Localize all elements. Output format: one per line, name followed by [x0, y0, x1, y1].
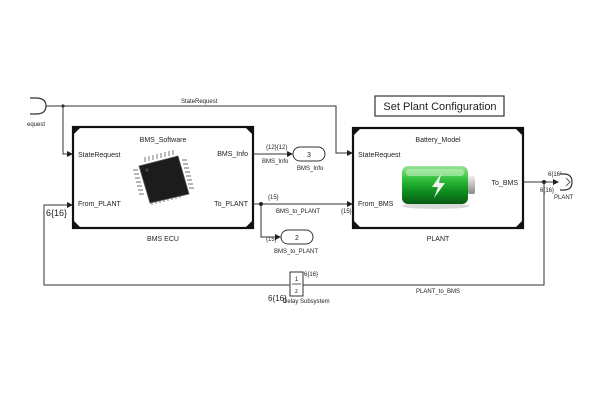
- outport-bms-to-plant-label: BMS_to_PLANT: [274, 249, 318, 255]
- wire-plant-to-bms[interactable]: [43, 202, 290, 286]
- plant-port-to-bms: To_BMS: [492, 180, 519, 187]
- to-plant-signal-label: BMS_to_PLANT: [276, 209, 320, 215]
- delay-bottom-digit: z: [295, 289, 298, 295]
- bms-ecu-port-from-plant: From_PLANT: [78, 201, 122, 208]
- outport-bms-info[interactable]: [292, 146, 326, 162]
- inport-label: equest: [27, 122, 45, 128]
- battery-icon: [402, 166, 475, 209]
- outport-bms-to-plant[interactable]: [280, 229, 314, 245]
- delay-subsystem-label: Delay Subsystem: [283, 299, 330, 305]
- outport-bms-info-number: 3: [307, 152, 311, 159]
- delay-top-digit: 1: [295, 277, 299, 283]
- delay-subsystem-block[interactable]: [289, 271, 304, 297]
- delay-in-dims: 6{16}: [304, 272, 318, 278]
- wire-plant-output[interactable]: [303, 179, 559, 286]
- ecu-in-dims: 6{16}: [46, 208, 67, 218]
- outport-2-dims: {15}: [266, 237, 277, 243]
- plant-out-dims-top: 6{16}: [548, 172, 562, 178]
- bms-ecu-port-bms-info: BMS_Info: [217, 151, 248, 158]
- bms-info-signal-label: BMS_Info: [262, 159, 289, 165]
- plant-port-from-bms: From_BMS: [358, 201, 394, 208]
- feedback-signal-label: PLANT_to_BMS: [416, 289, 460, 295]
- plant-in-dims: {15}: [341, 209, 352, 215]
- outport-bms-info-label: BMS_Info: [297, 166, 324, 172]
- outport-bms-to-plant-number: 2: [295, 235, 299, 242]
- microchip-icon: [133, 150, 194, 205]
- outport-plant[interactable]: [560, 173, 573, 191]
- inport-state-request[interactable]: [30, 97, 47, 115]
- bms-ecu-port-to-plant: To_PLANT: [214, 201, 249, 208]
- wire-state-request[interactable]: [46, 104, 353, 157]
- bms-ecu-caption: BMS ECU: [147, 236, 179, 243]
- plant-caption: PLANT: [427, 236, 450, 243]
- set-plant-configuration-button[interactable]: [374, 95, 505, 117]
- set-plant-configuration-label: Set Plant Configuration: [383, 101, 496, 113]
- wire-bms-to-plant[interactable]: [253, 201, 353, 240]
- wire-label-state-request: StateRequest: [181, 99, 218, 105]
- delay-out-dims: 6{16}: [268, 294, 287, 303]
- bms-ecu-title: BMS_Software: [140, 137, 187, 144]
- plant-port-state-request: StateRequest: [358, 152, 400, 159]
- outport-plant-label: PLANT: [554, 195, 574, 201]
- to-plant-dims: {15}: [268, 195, 279, 201]
- bms-info-dims: {12}{12}: [266, 145, 287, 151]
- plant-out-dims-bottom: 6{16}: [540, 188, 554, 194]
- bms-ecu-port-state-request: StateRequest: [78, 152, 120, 159]
- plant-title: Battery_Model: [415, 137, 461, 144]
